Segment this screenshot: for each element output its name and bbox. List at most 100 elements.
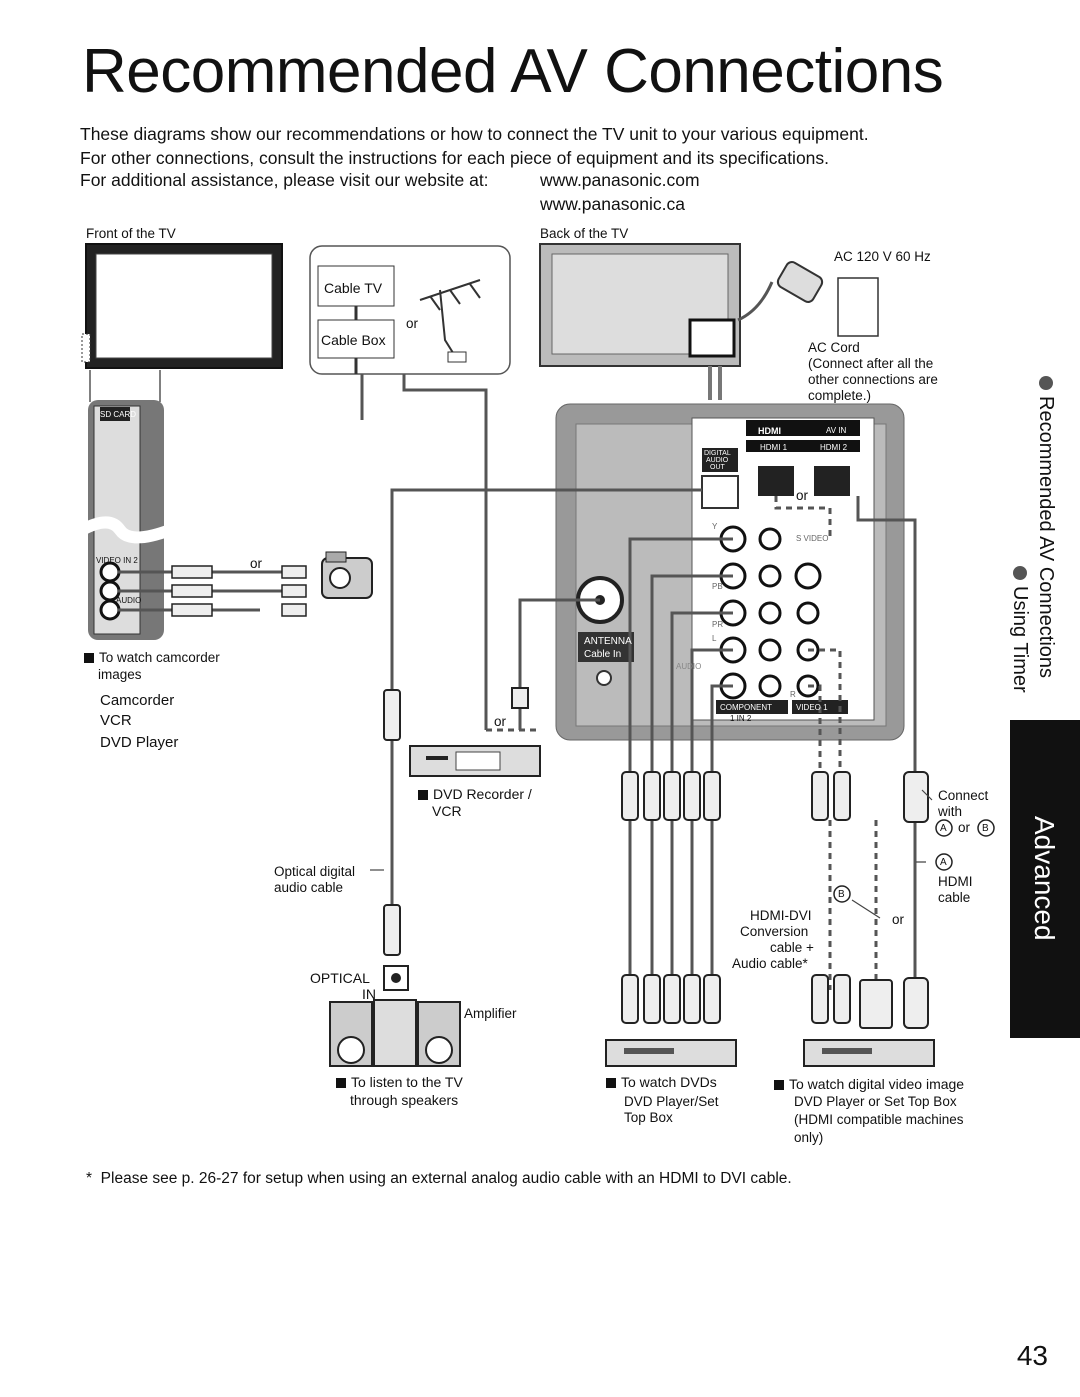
website-link-ca[interactable]: www.panasonic.ca (540, 194, 685, 214)
digital-device-label-2: (HDMI compatible machines (794, 1112, 964, 1127)
side-panel (79, 400, 173, 640)
back-tv-illustration (539, 243, 741, 400)
panel-audio-side-label: AUDIO (676, 662, 702, 671)
panel-digital-label: DIGITAL (704, 450, 731, 457)
device-vcr: VCR (100, 712, 132, 729)
intro-line-3: For additional assistance, please visit … (80, 170, 489, 190)
intro-line-2: For other connections, consult the instr… (80, 148, 830, 168)
connect-with-label-1: Connect (938, 788, 989, 803)
ac-cord-note-1: (Connect after all the (808, 356, 934, 371)
footnote-mark: * (86, 1170, 93, 1187)
watch-dvds-label: To watch DVDs (621, 1074, 717, 1090)
panel-hdmi2-label: HDMI 2 (820, 443, 848, 452)
jack-y-label: Y (712, 522, 718, 531)
hdmi-dvi-label-4: Audio cable* (732, 956, 808, 971)
bullet-square (418, 790, 428, 800)
or-label-dvd: or (494, 714, 507, 729)
cable-box-label: Cable Box (321, 332, 386, 348)
bullet-dot (1039, 376, 1053, 390)
marker-a: A (940, 823, 947, 834)
optical-in-label-2: IN (362, 986, 376, 1002)
amplifier-label: Amplifier (464, 1006, 517, 1021)
or-label-hdmi: or (892, 912, 905, 927)
bullet-square (84, 653, 94, 663)
ac-cord (737, 261, 879, 337)
footnote-text: Please see p. 26-27 for setup when using… (100, 1170, 792, 1187)
dvd-settop-label-1: DVD Player/Set (624, 1094, 719, 1109)
section-tab-advanced[interactable]: Advanced (1010, 720, 1080, 1038)
hdmi-cable-label-2: cable (938, 890, 971, 905)
connect-with-label-2: with (938, 804, 963, 819)
or-label-hdmi-panel: or (796, 488, 809, 503)
jack-pb-label: PB (712, 582, 723, 591)
watch-digital-caption: To watch digital video image (774, 1076, 964, 1092)
page-number: 43 (1016, 1340, 1048, 1371)
dvd-player-icon (605, 1039, 737, 1067)
intro-line-1: These diagrams show our recommendations … (80, 124, 869, 144)
jack-r-label: R (790, 690, 796, 699)
ac-cord-note-3: complete.) (808, 388, 872, 403)
optical-cable-label-1: Optical digital (274, 864, 356, 879)
side-tab-using-timer[interactable]: Using Timer (1009, 586, 1031, 693)
bullet-dot (1013, 566, 1027, 580)
front-tv-illustration (81, 243, 283, 402)
ac-cord-label: AC Cord (808, 340, 860, 355)
listen-caption-1: To listen to the TV (351, 1074, 463, 1090)
connection-diagram (79, 243, 995, 1067)
camcorder-caption-2: images (98, 667, 142, 682)
camcorder-icon (321, 551, 373, 599)
front-tv-label: Front of the TV (86, 226, 176, 241)
antenna-box (309, 245, 511, 375)
dvd-recorder-label-1: DVD Recorder / (433, 786, 532, 802)
marker-a-hdmi: A (940, 857, 947, 868)
camcorder-caption-1: To watch camcorder (99, 650, 220, 665)
digital-device-label-1: DVD Player or Set Top Box (794, 1094, 957, 1109)
cable-tv-label: Cable TV (324, 280, 383, 296)
dvd-recorder-label-2: VCR (432, 803, 462, 819)
dvd-settop-label-2: Top Box (624, 1110, 673, 1125)
side-tab-recommended[interactable]: Recommended AV Connections (1035, 396, 1057, 679)
panel-av-in-label: AV IN (826, 426, 847, 435)
panel-hdmi1-label: HDMI 1 (760, 443, 788, 452)
footnote: * Please see p. 26-27 for setup when usi… (86, 1170, 792, 1188)
marker-b: B (982, 823, 989, 834)
bullet-square (336, 1078, 346, 1088)
dvd-recorder-icon (409, 745, 541, 777)
device-dvd-player: DVD Player (100, 734, 179, 751)
optical-in-label-1: OPTICAL (310, 970, 370, 986)
website-link-us[interactable]: www.panasonic.com (540, 170, 700, 190)
section-tab-label: Advanced (1029, 816, 1060, 941)
side-tab-timer: Using Timer (1008, 566, 1031, 693)
bullet-square (606, 1078, 616, 1088)
camcorder-caption: To watch camcorder (84, 650, 220, 666)
panel-hdmi-label: HDMI (758, 426, 781, 436)
or-label-connect: or (958, 820, 971, 835)
sd-card-label: SD CARD (100, 410, 137, 419)
panel-video-label: VIDEO 1 (796, 703, 828, 712)
side-audio-label: AUDIO (116, 596, 142, 605)
panel-cable-in-label: Cable In (584, 649, 622, 660)
digital-device-label-3: only) (794, 1130, 824, 1145)
ac-power-label: AC 120 V 60 Hz (834, 249, 931, 264)
panel-in-label: 1 IN 2 (730, 714, 752, 723)
amplifier-icon (329, 965, 461, 1067)
panel-audio-label: AUDIO (706, 457, 729, 464)
page-title: Recommended AV Connections (82, 37, 944, 106)
ac-cord-note-2: other connections are (808, 372, 938, 387)
jack-l-label: L (712, 634, 717, 643)
hdmi-dvi-label-1: HDMI-DVI (750, 908, 812, 923)
video-in2-label: VIDEO IN 2 (96, 556, 138, 565)
side-tab-nav: Recommended AV Connections (1034, 376, 1057, 678)
or-label-camcorder: or (250, 556, 263, 571)
jack-pr-label: PR (712, 620, 724, 629)
panel-svideo-label: S VIDEO (796, 534, 829, 543)
watch-dvds-caption: To watch DVDs (606, 1074, 717, 1090)
bullet-square (774, 1080, 784, 1090)
listen-caption: To listen to the TV (336, 1074, 463, 1090)
watch-digital-label: To watch digital video image (789, 1076, 965, 1092)
hdmi-dvi-label-2: Conversion (740, 924, 809, 939)
digital-player-icon (803, 1039, 935, 1067)
back-tv-label: Back of the TV (540, 226, 629, 241)
hdmi-cable-label-1: HDMI (938, 874, 973, 889)
device-camcorder: Camcorder (100, 692, 175, 709)
